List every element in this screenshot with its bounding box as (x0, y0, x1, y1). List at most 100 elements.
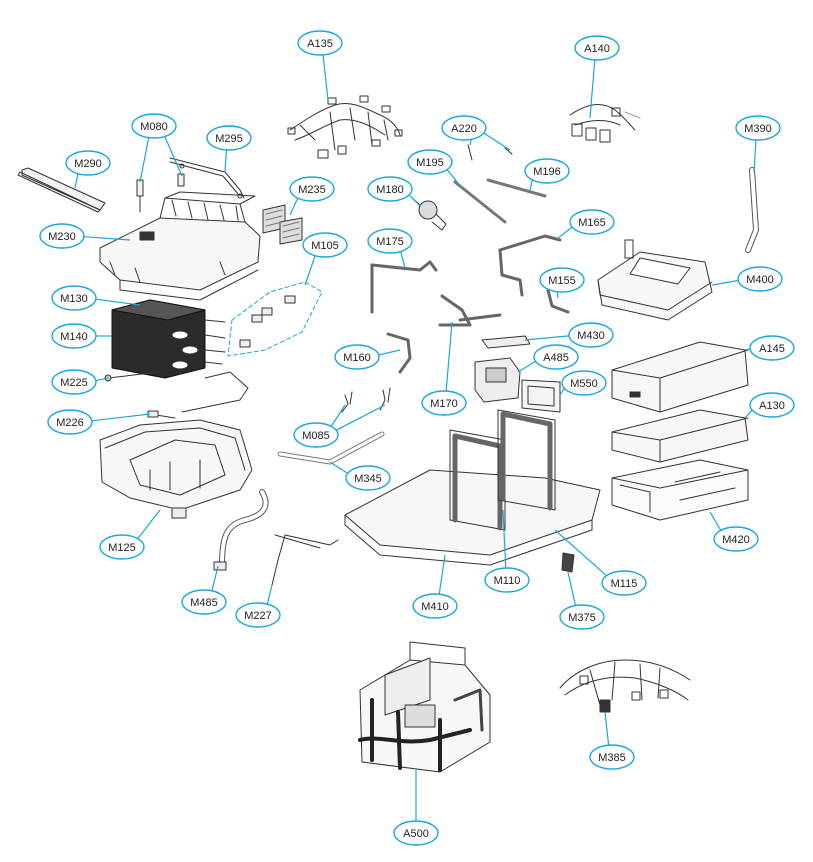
callout-m385: M385 (589, 744, 635, 770)
callout-m390: M390 (735, 115, 781, 141)
callout-m420: M420 (713, 526, 759, 552)
leader-line-m180 (408, 194, 421, 207)
callout-m115: M115 (601, 570, 647, 596)
callout-m400: M400 (737, 266, 783, 292)
callout-bubble (235, 602, 281, 628)
callout-bubble (206, 125, 252, 151)
leader-line-m085 (335, 404, 386, 431)
callout-label: M155 (548, 275, 576, 287)
callout-bubble (367, 176, 413, 202)
callout-bubble (484, 567, 530, 593)
callout-label: M180 (376, 184, 404, 196)
callout-bubble (561, 370, 607, 396)
callout-m430: M430 (568, 322, 614, 348)
callout-a220: A220 (441, 115, 487, 141)
callout-bubble (533, 344, 579, 370)
callout-label: M170 (430, 398, 458, 410)
callout-bubble (407, 149, 453, 175)
callout-m130: M130 (51, 285, 97, 311)
callout-bubble (393, 820, 439, 846)
callout-bubble (181, 589, 227, 615)
callout-label: M130 (60, 293, 88, 305)
callout-label: M227 (244, 610, 272, 622)
part-a485-control-box (474, 357, 521, 403)
callout-bubble (412, 593, 458, 619)
leader-line-m160 (378, 349, 401, 356)
callout-m550: M550 (561, 370, 607, 396)
callout-bubble (39, 223, 85, 249)
callout-bubble (65, 150, 111, 176)
part-m175-tube (370, 260, 438, 314)
callout-m180: M180 (367, 176, 413, 202)
callout-label: M140 (60, 331, 88, 343)
callout-bubble (524, 158, 570, 184)
leader-line-m125 (137, 509, 161, 539)
callout-a145: A145 (749, 335, 795, 361)
callout-a485: A485 (533, 344, 579, 370)
callout-m235: M235 (289, 176, 335, 202)
part-m196-rod (486, 178, 547, 198)
leader-line-m115 (554, 529, 607, 577)
callout-bubble (51, 369, 97, 395)
part-a130-control-module (611, 409, 749, 463)
callout-m195: M195 (407, 149, 453, 175)
part-m225-sensor (104, 371, 161, 382)
callout-m125: M125 (99, 534, 145, 560)
callout-bubble (367, 228, 413, 254)
callout-bubble (51, 323, 97, 349)
callout-label: M165 (578, 217, 606, 229)
leader-line-m375 (567, 571, 577, 606)
leader-line-a220 (483, 132, 511, 151)
callout-bubble (421, 390, 467, 416)
callout-bubble (574, 35, 620, 61)
part-m390-drain-tube (745, 167, 759, 253)
callout-bubble (289, 176, 335, 202)
callout-m225: M225 (51, 369, 97, 395)
part-m375-fitting (561, 552, 575, 573)
leader-line-a135 (322, 54, 329, 101)
part-m105-fittings (227, 281, 323, 357)
callout-label: M080 (140, 121, 168, 133)
part-m485-hose (213, 489, 269, 571)
callout-bubble (293, 422, 339, 448)
leader-line-m390 (753, 139, 757, 173)
callout-bubble (51, 285, 97, 311)
callout-label: M196 (533, 166, 561, 178)
callout-m345: M345 (345, 465, 391, 491)
part-m235-filter (262, 204, 303, 245)
callout-m227: M227 (235, 602, 281, 628)
callout-label: A140 (584, 43, 610, 55)
leader-line-m400 (711, 279, 739, 286)
leader-line-m105 (304, 255, 316, 286)
callout-bubble (589, 744, 635, 770)
callout-bubble (569, 209, 615, 235)
part-m110-upright-frame (449, 429, 506, 531)
callout-label: M295 (215, 133, 243, 145)
leader-line-m385 (604, 711, 610, 746)
callout-a140: A140 (574, 35, 620, 61)
part-m170-tube (438, 294, 502, 327)
callout-bubble (441, 115, 487, 141)
part-m230-top-tray (99, 191, 261, 301)
part-a135-wiring-harness (287, 95, 403, 159)
part-m085-clips (341, 387, 391, 413)
callout-label: M385 (598, 752, 626, 764)
leader-line-m227 (266, 584, 273, 605)
leader-line-m295 (224, 149, 228, 173)
callout-m226: M226 (47, 409, 93, 435)
callout-label: M420 (722, 534, 750, 546)
callout-label: M550 (570, 378, 598, 390)
part-a500-assembly (358, 641, 491, 773)
part-m385-wiring-harness (559, 659, 691, 713)
callout-m165: M165 (569, 209, 615, 235)
part-a140-connector-harness (569, 104, 641, 143)
leader-line-m155 (556, 291, 559, 299)
leader-line-m230 (83, 236, 131, 241)
callout-label: M430 (577, 330, 605, 342)
callout-label: M290 (74, 158, 102, 170)
callout-m105: M105 (302, 232, 348, 258)
leader-line-m485 (211, 565, 219, 591)
callout-bubble (302, 232, 348, 258)
part-m400-pump-unit (597, 239, 713, 321)
leader-line-m420 (709, 511, 722, 531)
